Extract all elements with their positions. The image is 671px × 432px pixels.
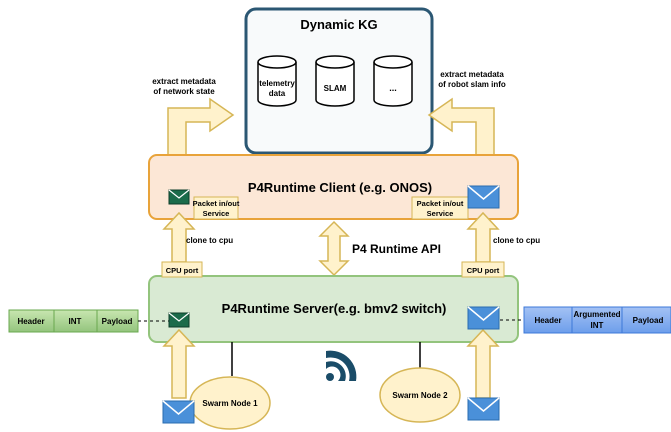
right-packet-payload: Payload xyxy=(633,316,664,325)
right-service-line1: Packet in/out xyxy=(417,199,464,208)
envelope-icon-node-left xyxy=(162,400,195,424)
envelope-icon-client-right xyxy=(467,185,500,209)
left-packet: Header INT Payload xyxy=(8,309,139,333)
right-bent-arrow xyxy=(427,97,495,163)
left-packet-payload: Payload xyxy=(102,317,133,326)
envelope-icon-client-left xyxy=(168,189,190,205)
right-packet-service-label: Packet in/out Service xyxy=(411,196,469,220)
kg-store-slam: SLAM xyxy=(324,84,347,93)
p4runtime-server-box: P4Runtime Server(e.g. bmv2 switch) xyxy=(148,275,519,343)
api-label: P4 Runtime API xyxy=(352,242,441,256)
envelope-icon-node-right xyxy=(467,397,500,421)
extract-left-line1: extract metadata xyxy=(152,77,216,86)
swarm-node-1: Swarm Node 1 xyxy=(189,376,271,430)
right-packet-int-line2: INT xyxy=(591,321,604,330)
p4-runtime-api-arrow xyxy=(318,220,350,277)
left-packet-int: INT xyxy=(69,317,82,326)
right-packet: Header Argumented INT Payload xyxy=(523,306,671,334)
right-port-text: CPU port xyxy=(467,266,500,275)
client-title: P4Runtime Client (e.g. ONOS) xyxy=(248,180,432,195)
right-packet-int-line1: Argumented xyxy=(573,310,620,319)
wireless-signal-icon xyxy=(326,350,357,381)
kg-store-more: ... xyxy=(389,83,397,93)
left-cpu-port-label: CPU port xyxy=(161,261,203,278)
kg-store-telemetry-line1: telemetry xyxy=(259,79,295,88)
clone-right-label: clone to cpu xyxy=(493,236,540,245)
right-ingress-arrow xyxy=(466,328,500,399)
left-packet-header: Header xyxy=(17,317,44,326)
kg-title: Dynamic KG xyxy=(300,17,377,32)
left-bent-arrow xyxy=(167,97,235,163)
left-service-line2: Service xyxy=(203,209,230,218)
swarm-node-2: Swarm Node 2 xyxy=(379,367,461,423)
clone-left-label: clone to cpu xyxy=(186,236,233,245)
swarm-node-1-label: Swarm Node 1 xyxy=(202,399,258,408)
database-icon-slam: SLAM xyxy=(315,55,355,107)
swarm-node-2-label: Swarm Node 2 xyxy=(392,391,448,400)
right-packet-header: Header xyxy=(534,316,561,325)
left-packet-service-label: Packet in/out Service xyxy=(193,196,240,220)
server-title: P4Runtime Server(e.g. bmv2 switch) xyxy=(222,301,447,316)
database-icon-telemetry: telemetry data xyxy=(257,55,297,107)
kg-store-telemetry-line2: data xyxy=(269,89,286,98)
database-icon-more: ... xyxy=(373,55,413,107)
left-service-line1: Packet in/out xyxy=(193,199,240,208)
extract-left-line2: of network state xyxy=(153,87,215,96)
extract-right-line1: extract metadata xyxy=(440,70,504,79)
envelope-icon-server-right xyxy=(467,306,500,330)
envelope-icon-server-left xyxy=(168,312,190,328)
left-clone-arrow xyxy=(162,211,196,263)
left-port-text: CPU port xyxy=(166,266,199,275)
left-ingress-arrow xyxy=(162,328,196,399)
right-cpu-port-label: CPU port xyxy=(461,261,505,278)
extract-right-line2: of robot slam info xyxy=(438,80,506,89)
right-clone-arrow xyxy=(466,211,500,263)
right-service-line2: Service xyxy=(427,209,454,218)
